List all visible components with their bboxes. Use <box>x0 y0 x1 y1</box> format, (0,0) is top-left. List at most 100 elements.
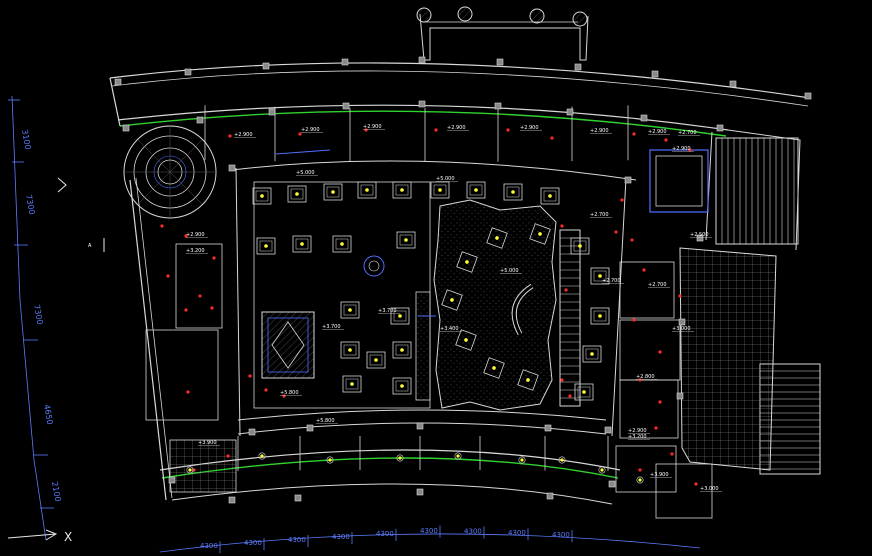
column-square <box>248 428 256 436</box>
red-light-point <box>226 454 230 458</box>
column-square <box>566 108 574 116</box>
column-round <box>416 7 432 23</box>
fixture-bulb <box>474 188 478 192</box>
elevation-label: +2.900 <box>520 125 539 131</box>
rotated-fixture-frame <box>483 357 505 379</box>
red-light-point <box>210 306 214 310</box>
red-light-point <box>506 128 510 132</box>
elevation-label: +3.200 <box>186 248 205 254</box>
square-fixture-inner <box>343 344 357 356</box>
column-square <box>184 68 192 76</box>
square-fixture <box>590 307 610 325</box>
red-light-point <box>160 224 164 228</box>
fixture-bulb <box>598 314 602 318</box>
column-square <box>678 318 686 326</box>
red-light-point <box>248 374 252 378</box>
hatched-feature-box <box>261 311 315 379</box>
dim-bottom-label: 4300 <box>244 539 262 547</box>
square-fixture-inner <box>399 234 413 246</box>
square-fixture <box>323 183 343 201</box>
fixture-bulb <box>438 188 442 192</box>
downlight-bulb <box>456 454 460 458</box>
square-fixture-inner <box>343 304 357 316</box>
elevation-label: +5.800 <box>316 418 335 424</box>
elevation-label: +2.900 <box>590 128 609 134</box>
axis-markers: A X <box>7 177 105 544</box>
column-square <box>306 424 314 432</box>
column-square <box>342 102 350 110</box>
axis-label-x: X <box>64 530 72 544</box>
red-light-point <box>184 234 188 238</box>
red-light-point <box>688 148 692 152</box>
square-fixture-inner <box>593 270 607 282</box>
rotated-fixture <box>517 369 539 391</box>
column-square <box>341 58 349 66</box>
square-fixture-inner <box>543 190 557 202</box>
square-fixture-inner <box>295 238 309 250</box>
red-light-point <box>664 138 668 142</box>
square-fixture <box>332 235 352 253</box>
elevation-label: +2.500 <box>690 232 709 238</box>
room-outline <box>175 243 223 329</box>
square-fixture <box>540 187 560 205</box>
column-square <box>416 422 424 430</box>
square-fixture-inner <box>395 380 409 392</box>
square-fixture <box>574 383 594 401</box>
elevation-label: +3.700 <box>378 308 397 314</box>
circular-lobby-feature <box>123 125 217 219</box>
square-fixture <box>287 185 307 203</box>
red-light-point <box>632 132 636 136</box>
red-light-point <box>678 294 682 298</box>
light-points <box>160 128 698 486</box>
red-light-point <box>658 350 662 354</box>
fixture-bulb <box>511 190 515 194</box>
square-fixture <box>390 307 410 325</box>
square-fixture <box>256 237 276 255</box>
elevation-label: +2.900 <box>672 146 691 152</box>
column-square <box>418 56 426 64</box>
red-light-point <box>658 400 662 404</box>
column-square <box>196 116 204 124</box>
entrance-canopy <box>416 6 589 61</box>
elevation-label: +2.900 <box>363 124 382 130</box>
elevation-label: +5.000 <box>296 170 315 176</box>
dim-bottom-label: 4300 <box>464 527 482 535</box>
elevation-label: +2.900 <box>234 132 253 138</box>
elevation-label: +2.700 <box>590 212 609 218</box>
fixture-bulb <box>348 308 352 312</box>
red-light-point <box>184 308 188 312</box>
rotated-fixture <box>486 227 508 249</box>
column-square <box>122 124 130 132</box>
room-outline <box>619 379 679 439</box>
column-square <box>651 70 659 78</box>
rotated-fixture-frame <box>486 227 508 249</box>
square-fixture-inner <box>573 240 587 252</box>
column-square <box>416 488 424 496</box>
outer-walls <box>109 62 811 505</box>
column-square <box>228 496 236 504</box>
square-fixture <box>392 341 412 359</box>
square-fixture <box>292 235 312 253</box>
red-light-point <box>228 134 232 138</box>
hall-outline <box>253 181 431 409</box>
tiled-ceiling-zones <box>169 247 777 493</box>
downlight-ring <box>558 456 566 464</box>
column-square <box>418 100 426 108</box>
fixture-bulb <box>590 352 594 356</box>
structural-columns <box>114 56 812 504</box>
square-fixture-inner <box>255 190 269 202</box>
central-dome <box>363 255 385 277</box>
square-fixture <box>392 377 412 395</box>
column-square <box>804 92 812 100</box>
square-fixture <box>582 345 602 363</box>
red-light-point <box>670 452 674 456</box>
downlight-ring <box>396 454 404 462</box>
elevation-label: +2.800 <box>636 374 655 380</box>
left-dimension-chain: 3100 7300 7300 4650 2100 <box>8 95 62 541</box>
fixture-bulb <box>374 358 378 362</box>
fixture-bulb <box>526 378 530 382</box>
square-fixture <box>366 351 386 369</box>
square-fixture <box>396 231 416 249</box>
